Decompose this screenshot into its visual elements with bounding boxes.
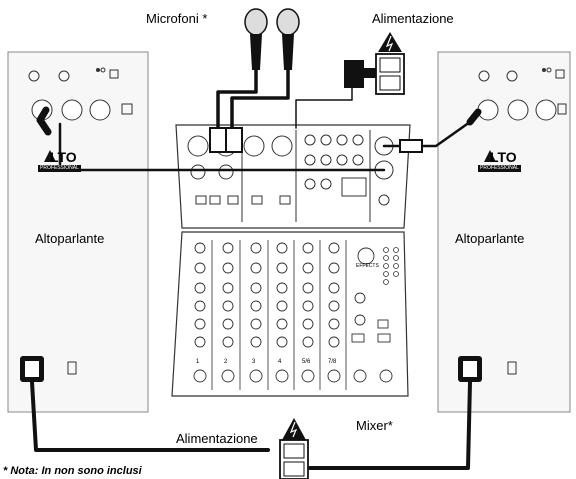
alto-logo-right — [484, 150, 496, 162]
microphones-label: Microfoni * — [146, 11, 208, 26]
warning-icon — [282, 418, 306, 440]
mixer-label: Mixer* — [356, 418, 393, 433]
effects-label: EFFECTS — [356, 263, 379, 269]
microphones — [244, 8, 300, 70]
power-bottom — [279, 418, 309, 479]
brand-sub-right: PROFESSIONAL — [478, 165, 521, 172]
outlet-icon — [279, 439, 309, 479]
outlet-icon — [375, 53, 405, 95]
speaker-right — [437, 51, 571, 413]
speaker-left — [7, 51, 149, 413]
power-top — [344, 32, 405, 95]
mixer — [171, 124, 411, 397]
xlr-connectors — [209, 127, 423, 153]
brand-name-left: LTO — [50, 149, 77, 165]
channel-label: 2 — [224, 359, 228, 365]
channel-label: 1 — [196, 359, 200, 365]
channel-label: 5/6 — [302, 359, 311, 365]
channel-label: 7/8 — [328, 359, 337, 365]
channel-label: 4 — [278, 359, 282, 365]
microphone-icon — [276, 8, 300, 70]
speaker-left-label: Altoparlante — [35, 231, 105, 246]
power-adapter-icon — [344, 60, 364, 88]
brand-sub-left: PROFESSIONAL — [38, 165, 81, 172]
brand-name-right: LTO — [490, 149, 517, 165]
power-bottom-label: Alimentazione — [176, 431, 258, 446]
footnote: * Nota: In non sono inclusi — [3, 465, 142, 477]
microphone-icon — [244, 8, 268, 70]
channel-label: 3 — [252, 359, 256, 365]
alto-logo-left — [44, 150, 56, 162]
cables — [30, 68, 482, 470]
warning-icon — [378, 32, 402, 52]
power-top-label: Alimentazione — [372, 11, 454, 26]
speaker-right-label: Altoparlante — [455, 231, 525, 246]
